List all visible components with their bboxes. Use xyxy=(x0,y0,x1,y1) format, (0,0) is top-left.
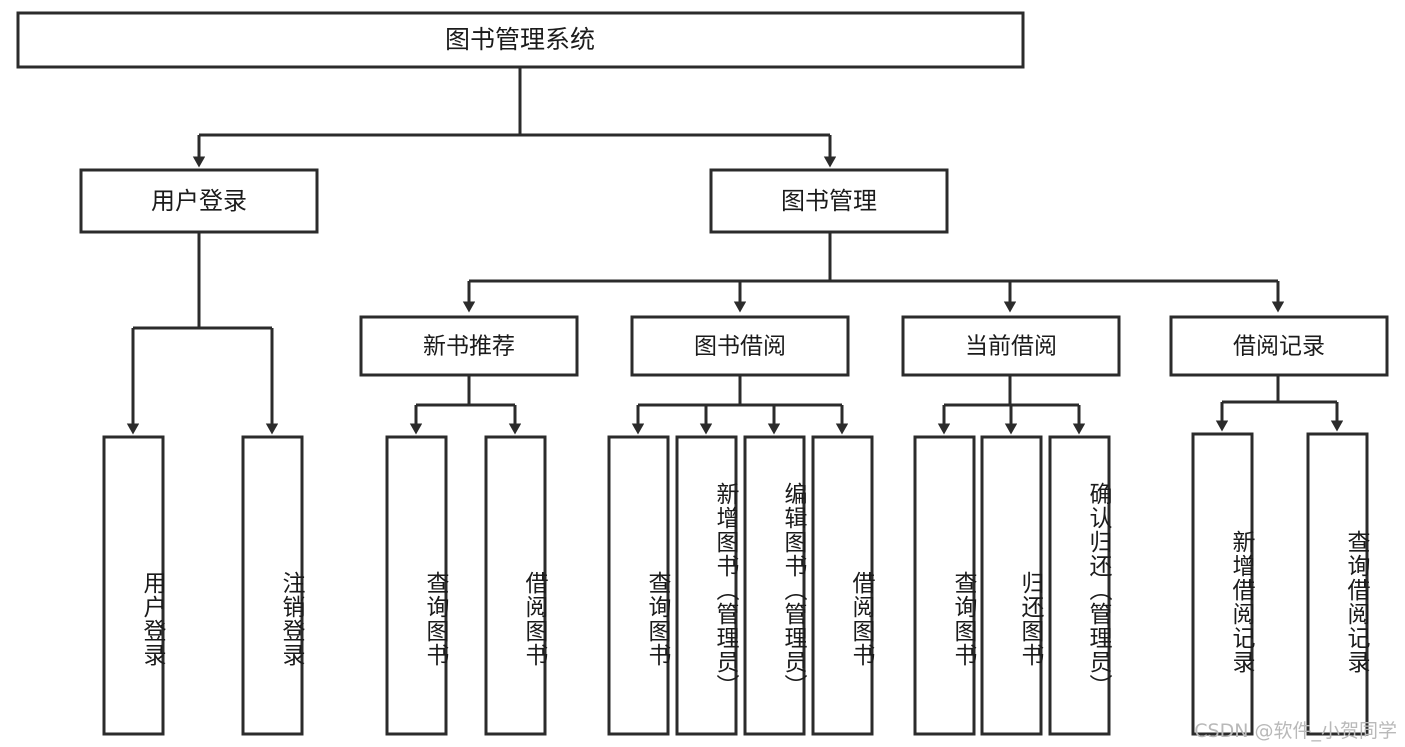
node-user-login[interactable]: 用户登录 xyxy=(79,168,319,234)
leaf-box-book-borrow-4[interactable] xyxy=(811,435,874,736)
leaf-box-new-book-2[interactable] xyxy=(484,435,547,736)
node-book-management-label: 图书管理 xyxy=(781,187,877,215)
leaf-box-user-login-2[interactable] xyxy=(241,435,304,736)
node-book-borrow[interactable]: 图书借阅 xyxy=(630,315,850,377)
leaf-box-borrow-record-1[interactable] xyxy=(1191,432,1254,736)
node-new-book-recommend[interactable]: 新书推荐 xyxy=(359,315,579,377)
node-root-label: 图书管理系统 xyxy=(445,25,595,54)
node-user-login-box[interactable] xyxy=(79,168,319,234)
leaf-box-new-book-1[interactable] xyxy=(385,435,448,736)
leaf-box-current-borrow-1[interactable] xyxy=(913,435,976,736)
leaf-box-borrow-record-2[interactable] xyxy=(1306,432,1369,736)
node-borrow-record-label: 借阅记录 xyxy=(1233,334,1325,360)
node-book-management[interactable]: 图书管理 xyxy=(709,168,949,234)
leaf-box-book-borrow-2[interactable] xyxy=(675,435,738,736)
node-user-login-label: 用户登录 xyxy=(151,187,247,215)
node-current-borrow-label: 当前借阅 xyxy=(965,334,1057,360)
leaf-box-book-borrow-1[interactable] xyxy=(607,435,670,736)
node-borrow-record-box[interactable] xyxy=(1169,315,1389,377)
leaf-box-current-borrow-3[interactable] xyxy=(1048,435,1111,736)
node-root[interactable]: 图书管理系统 xyxy=(16,11,1025,69)
leaf-box-current-borrow-2[interactable] xyxy=(980,435,1043,736)
node-current-borrow[interactable]: 当前借阅 xyxy=(901,315,1121,377)
node-book-management-box[interactable] xyxy=(709,168,949,234)
watermark: CSDN @软件_小贺同学 xyxy=(1194,720,1397,742)
node-book-borrow-label: 图书借阅 xyxy=(694,334,786,360)
leaf-box-book-borrow-3[interactable] xyxy=(743,435,806,736)
leaf-box-user-login-1[interactable] xyxy=(102,435,165,736)
node-new-book-recommend-box[interactable] xyxy=(359,315,579,377)
node-current-borrow-box[interactable] xyxy=(901,315,1121,377)
node-book-borrow-box[interactable] xyxy=(630,315,850,377)
node-borrow-record[interactable]: 借阅记录 xyxy=(1169,315,1389,377)
node-root-box[interactable] xyxy=(16,11,1025,69)
node-new-book-recommend-label: 新书推荐 xyxy=(423,334,515,360)
